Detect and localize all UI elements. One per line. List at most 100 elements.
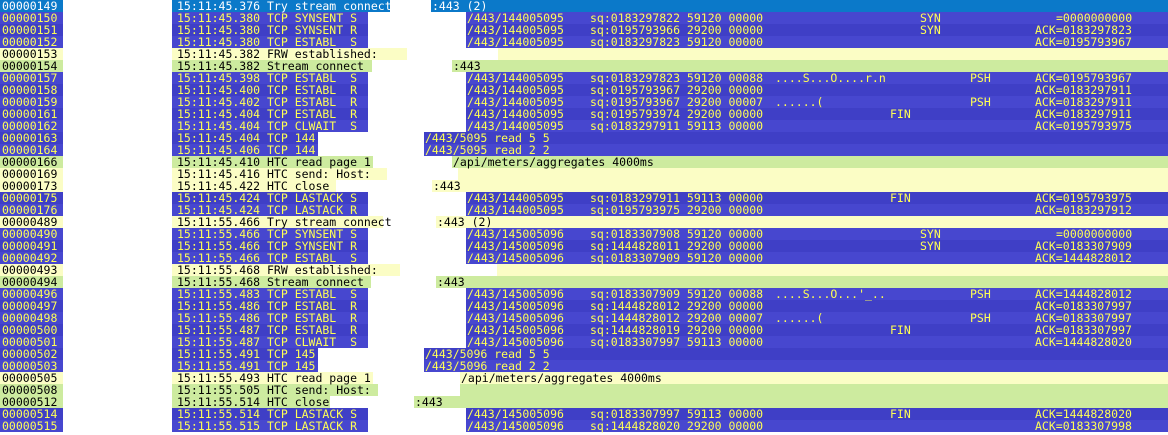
- log-text: ACK=0183307997: [1035, 311, 1132, 325]
- log-text: ACK=1444828020: [1035, 407, 1132, 421]
- line-number: 00000496: [0, 288, 63, 300]
- redacted-host-box: [368, 252, 466, 264]
- redacted-host-box: [368, 408, 466, 420]
- timestamp: 15:11:55.487: [177, 323, 261, 337]
- log-text: sq:1444828019 29200 00000: [590, 323, 764, 337]
- redacted-host-box: [368, 240, 466, 252]
- log-text: TCP ESTABL R: [267, 95, 358, 109]
- redacted-host-box: [371, 276, 436, 288]
- log-text: ACK=0195793975: [1035, 191, 1132, 205]
- redacted-host-box: [368, 36, 466, 48]
- redacted-host-box: [407, 48, 498, 60]
- log-text: FRW established:: [267, 263, 378, 277]
- log-text: ACK=0183307997: [1035, 323, 1132, 337]
- timestamp: 15:11:55.487: [177, 335, 261, 349]
- line-number: 00000498: [0, 312, 63, 324]
- timestamp: 15:11:45.376: [177, 0, 261, 13]
- line-number: 00000162: [0, 120, 63, 132]
- line-number: 00000494: [0, 276, 63, 288]
- line-number: 00000151: [0, 24, 63, 36]
- redacted-host-box: [368, 420, 466, 432]
- timestamp: 15:11:45.404: [177, 131, 261, 145]
- line-number: 00000512: [0, 396, 63, 408]
- log-text: TCP ESTABL S: [267, 35, 358, 49]
- log-text: ACK=0183297911: [1035, 95, 1132, 109]
- log-text: TCP SYNSENT R: [267, 239, 358, 253]
- log-text: TCP ESTABL R: [267, 323, 358, 337]
- log-text: ACK=1444828012: [1035, 287, 1132, 301]
- timestamp: 15:11:55.514: [177, 407, 261, 421]
- redacted-host-box: [368, 24, 466, 36]
- line-number: 00000500: [0, 324, 63, 336]
- log-text: FRW established:: [267, 47, 378, 61]
- log-text: /443/145005096: [467, 299, 564, 313]
- line-number: 00000503: [0, 360, 63, 372]
- timestamp: 15:11:45.380: [177, 23, 261, 37]
- redacted-host-box: [368, 84, 466, 96]
- line-number: 00000175: [0, 192, 63, 204]
- log-text: /443/145005096: [467, 311, 564, 325]
- redacted-host-box: [368, 228, 466, 240]
- line-number: 00000176: [0, 204, 63, 216]
- redacted-host-box: [368, 120, 466, 132]
- line-number: 00000492: [0, 252, 63, 264]
- log-text: sq:1444828011 29200 00000: [590, 239, 764, 253]
- log-text: /443/144005095: [467, 11, 564, 25]
- redacted-host-box: [383, 216, 436, 228]
- log-text: sq:0195793975 29200 00000: [590, 203, 764, 217]
- log-text: ACK=0183307998: [1035, 419, 1132, 433]
- log-text: TCP LASTACK S: [267, 407, 358, 421]
- log-text: sq:0183297823 59120 00000: [590, 35, 764, 49]
- line-number: 00000164: [0, 144, 63, 156]
- log-text: TCP 144: [267, 131, 316, 145]
- line-number: 00000152: [0, 36, 63, 48]
- log-text: sq:0183307997 59113 00000: [590, 335, 764, 349]
- redacted-host-box: [387, 168, 458, 180]
- log-text: sq:0195793967 29200 00000: [590, 83, 764, 97]
- line-number: 00000159: [0, 96, 63, 108]
- log-text: /443/144005095: [467, 23, 564, 37]
- log-text: Try stream connect: [267, 215, 392, 229]
- timestamp: 15:11:55.515: [177, 419, 261, 433]
- line-number: 00000505: [0, 372, 63, 384]
- timestamp: 15:11:45.404: [177, 119, 261, 133]
- log-text: ACK=0183297912: [1035, 203, 1132, 217]
- redacted-host-box: [368, 192, 466, 204]
